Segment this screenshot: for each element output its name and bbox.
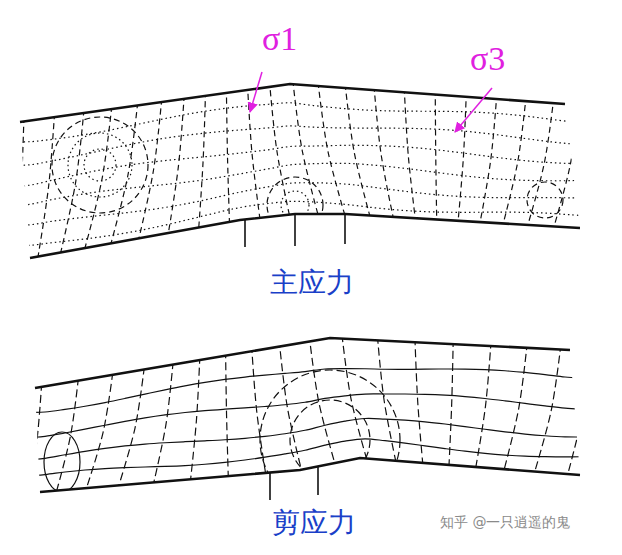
trajectory-line bbox=[533, 344, 561, 478]
layer-boundary bbox=[30, 214, 580, 258]
trajectory-line bbox=[37, 113, 54, 260]
trajectory-line bbox=[10, 145, 590, 187]
leader-line bbox=[455, 88, 492, 132]
trajectory-line bbox=[404, 88, 416, 223]
layer-boundary bbox=[20, 84, 565, 122]
tick-mark bbox=[269, 472, 271, 500]
layer-boundary bbox=[40, 458, 580, 492]
trajectory-line bbox=[247, 84, 260, 223]
trajectory-line bbox=[435, 90, 437, 225]
trajectory-loop bbox=[84, 149, 116, 181]
trajectory-line bbox=[502, 95, 526, 229]
trajectory-line bbox=[342, 334, 368, 464]
figure-title: 主应力 bbox=[270, 268, 354, 299]
trajectory-line bbox=[138, 99, 162, 242]
tick-mark bbox=[317, 466, 319, 495]
trajectory-line bbox=[566, 345, 592, 480]
trajectory-line bbox=[374, 86, 394, 221]
trajectory-loop bbox=[52, 117, 148, 213]
trajectory-lines bbox=[10, 80, 590, 263]
trajectory-line bbox=[153, 361, 173, 486]
trajectory-line bbox=[318, 82, 346, 219]
trajectory-line bbox=[269, 80, 290, 220]
trajectory-line bbox=[226, 88, 229, 227]
stress-symbol: σ3 bbox=[470, 40, 505, 77]
trajectory-line bbox=[25, 439, 585, 476]
trajectory-line bbox=[226, 350, 229, 481]
trajectory-line bbox=[56, 378, 79, 495]
trajectory-line bbox=[190, 356, 200, 484]
layer-boundary bbox=[35, 338, 570, 388]
leader-line bbox=[250, 72, 262, 112]
stress-symbol: σ1 bbox=[262, 20, 297, 57]
trajectory-line bbox=[377, 336, 396, 465]
trajectory-line bbox=[458, 92, 467, 226]
trajectory-line bbox=[84, 106, 112, 251]
tick-mark bbox=[294, 214, 296, 246]
trajectory-line bbox=[449, 339, 453, 470]
trajectory-loop bbox=[68, 133, 132, 197]
trajectory-line bbox=[60, 110, 84, 256]
trajectory-line bbox=[25, 418, 585, 460]
trajectory-line bbox=[345, 84, 371, 220]
trajectory-line bbox=[415, 337, 423, 467]
trajectory-line bbox=[118, 367, 145, 490]
trajectory-loop bbox=[260, 370, 400, 510]
trajectory-loop bbox=[527, 182, 563, 218]
trajectory-line bbox=[309, 334, 337, 470]
trajectory-line bbox=[198, 91, 205, 231]
watermark: 知乎 @一只逍遥的鬼 bbox=[440, 515, 570, 530]
figure-title: 剪应力 bbox=[272, 508, 356, 539]
trajectory-line bbox=[503, 342, 528, 475]
trajectory-line bbox=[28, 383, 41, 497]
trajectory-line bbox=[10, 103, 590, 142]
trajectory-line bbox=[279, 340, 303, 476]
trajectory-line bbox=[16, 117, 24, 263]
trajectory-line bbox=[293, 80, 319, 219]
trajectory-line bbox=[168, 95, 184, 237]
trajectory-line bbox=[552, 99, 579, 232]
tick-mark bbox=[344, 214, 346, 244]
trajectory-line bbox=[475, 341, 491, 473]
trajectory-line bbox=[252, 345, 267, 478]
trajectory-line bbox=[479, 93, 497, 227]
trajectory-line bbox=[10, 183, 590, 226]
trajectory-line bbox=[85, 372, 113, 492]
trajectory-lines bbox=[25, 334, 592, 510]
tick-mark bbox=[244, 219, 246, 247]
trajectory-loop bbox=[44, 432, 80, 492]
trajectory-loop bbox=[290, 400, 370, 480]
